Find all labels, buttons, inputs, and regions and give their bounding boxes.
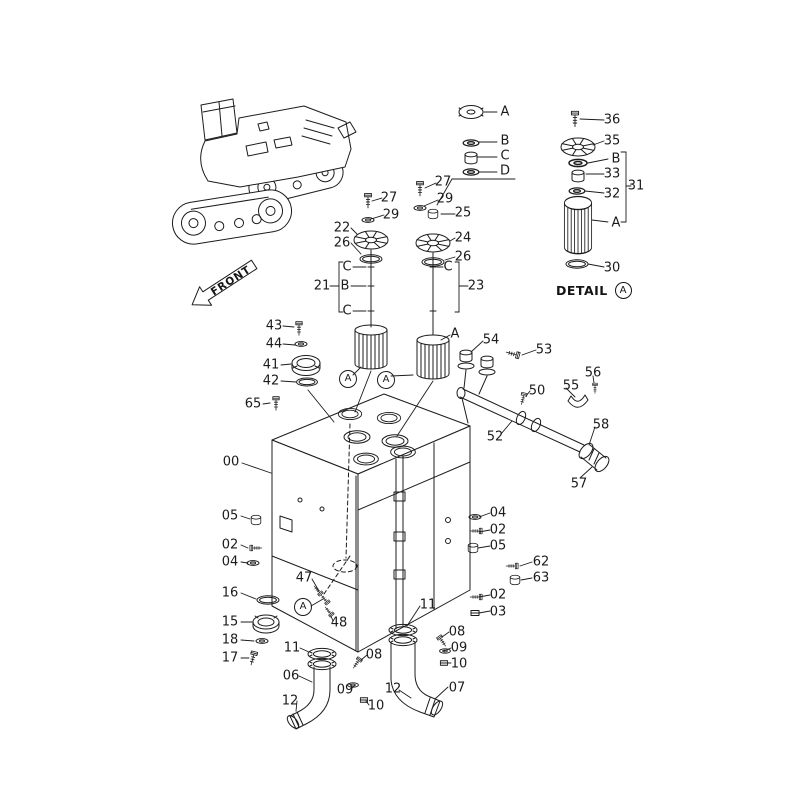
part-callout-35: 35 xyxy=(603,133,621,149)
part-callout-02: 02 xyxy=(221,537,239,553)
part-callout-A: A xyxy=(611,215,621,231)
filter-cover-assemblies xyxy=(353,181,451,336)
part-callout-07: 07 xyxy=(448,680,466,696)
part-callout-25: 25 xyxy=(454,205,472,221)
detail-ref-circle: A xyxy=(614,282,632,299)
part-callout-12: 12 xyxy=(281,693,299,709)
part-callout-52: 52 xyxy=(486,429,504,445)
part-callout-A: A xyxy=(339,370,357,388)
part-callout-B: B xyxy=(611,151,621,167)
part-callout-42: 42 xyxy=(262,373,280,389)
part-callout-26: 26 xyxy=(333,235,351,251)
detail-caption: DETAIL A xyxy=(556,282,632,299)
part-callout-02: 02 xyxy=(489,587,507,603)
part-callout-53: 53 xyxy=(535,342,553,358)
part-callout-09: 09 xyxy=(450,640,468,656)
part-callout-08: 08 xyxy=(448,624,466,640)
part-callout-32: 32 xyxy=(603,186,621,202)
part-callout-63: 63 xyxy=(532,570,550,586)
part-callout-41: 41 xyxy=(262,357,280,373)
part-callout-D: D xyxy=(499,163,511,179)
part-callout-00: 00 xyxy=(222,454,240,470)
part-callout-50: 50 xyxy=(528,383,546,399)
part-callout-21: 21 xyxy=(313,278,331,294)
part-callout-27: 27 xyxy=(380,190,398,206)
part-callout-36: 36 xyxy=(603,112,621,128)
hydraulic-tank xyxy=(271,393,471,653)
filler-strainer-group xyxy=(272,321,321,411)
part-callout-A: A xyxy=(294,598,312,616)
part-callout-10: 10 xyxy=(367,698,385,714)
part-callout-A: A xyxy=(500,104,510,120)
part-callout-24: 24 xyxy=(454,230,472,246)
part-callout-54: 54 xyxy=(482,332,500,348)
part-callout-16: 16 xyxy=(221,585,239,601)
excavator-illustration xyxy=(171,98,357,245)
part-callout-05: 05 xyxy=(221,508,239,524)
part-callout-29: 29 xyxy=(382,207,400,223)
part-callout-31: 31 xyxy=(627,178,645,194)
drain-elbow-left xyxy=(286,647,369,730)
part-callout-A: A xyxy=(450,326,460,342)
part-callout-27: 27 xyxy=(434,174,452,190)
part-callout-65: 65 xyxy=(244,396,262,412)
drain-elbow-right xyxy=(388,623,451,718)
filler-cap-parts xyxy=(458,105,484,176)
part-callout-B: B xyxy=(340,278,350,294)
part-callout-30: 30 xyxy=(603,260,621,276)
part-callout-02: 02 xyxy=(489,522,507,538)
part-callout-29: 29 xyxy=(436,191,454,207)
part-callout-C: C xyxy=(342,259,352,275)
part-callout-A: A xyxy=(377,371,395,389)
part-callout-33: 33 xyxy=(603,166,621,182)
part-callout-08: 08 xyxy=(365,647,383,663)
part-callout-15: 15 xyxy=(221,614,239,630)
part-callout-06: 06 xyxy=(282,668,300,684)
leader-lines xyxy=(240,111,632,712)
part-callout-17: 17 xyxy=(221,650,239,666)
part-callout-43: 43 xyxy=(265,318,283,334)
part-callout-23: 23 xyxy=(467,278,485,294)
front-arrow xyxy=(191,259,258,306)
part-callout-C: C xyxy=(342,303,352,319)
part-callout-56: 56 xyxy=(584,365,602,381)
part-callout-11: 11 xyxy=(283,640,301,656)
part-callout-48: 48 xyxy=(330,615,348,631)
part-callout-57: 57 xyxy=(570,476,588,492)
part-callout-22: 22 xyxy=(333,220,351,236)
part-callout-11: 11 xyxy=(419,597,437,613)
part-callout-C: C xyxy=(443,259,453,275)
part-callout-55: 55 xyxy=(562,378,580,394)
part-callout-03: 03 xyxy=(489,604,507,620)
part-callout-47: 47 xyxy=(295,570,313,586)
return-piping xyxy=(456,348,610,473)
part-callout-12: 12 xyxy=(384,681,402,697)
part-callout-44: 44 xyxy=(265,336,283,352)
part-callout-04: 04 xyxy=(221,554,239,570)
part-callout-18: 18 xyxy=(221,632,239,648)
part-callout-B: B xyxy=(500,133,510,149)
part-callout-04: 04 xyxy=(489,505,507,521)
part-callout-26: 26 xyxy=(454,249,472,265)
drain-strainer-group xyxy=(247,595,280,667)
part-callout-10: 10 xyxy=(450,656,468,672)
detail-caption-text: DETAIL xyxy=(556,283,608,298)
part-callout-58: 58 xyxy=(592,417,610,433)
part-callout-05: 05 xyxy=(489,538,507,554)
part-callout-C: C xyxy=(500,148,510,164)
part-callout-09: 09 xyxy=(336,682,354,698)
part-callout-62: 62 xyxy=(532,554,550,570)
